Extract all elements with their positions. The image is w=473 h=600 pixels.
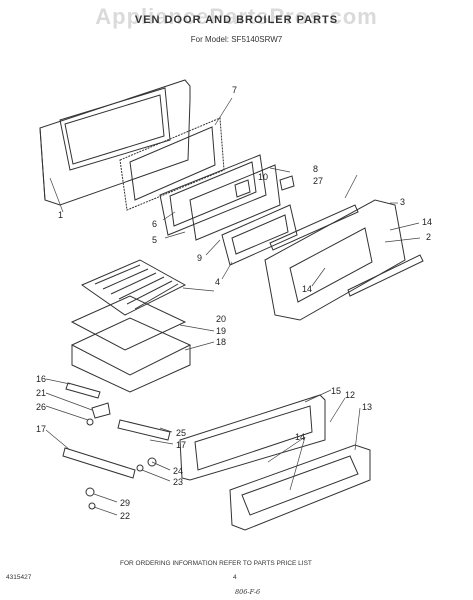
drawer-roller-lower (85, 487, 95, 497)
drawer-bracket (91, 402, 111, 419)
hinge-part (279, 175, 295, 191)
roller-slide-right (117, 419, 171, 441)
ordering-note: FOR ORDERING INFORMATION REFER TO PARTS … (120, 560, 312, 567)
callout-label: 19 (216, 326, 226, 336)
callout-label: 1 (58, 210, 63, 220)
callout-labels: 1 2 3 4 5 6 7 8 9 10 12 13 14 14 14 15 1… (36, 85, 432, 521)
doc-number: 4315427 (6, 574, 32, 581)
drawer-rail (65, 382, 101, 399)
callout-label: 13 (362, 402, 372, 412)
callout-label: 17 (176, 440, 186, 450)
leader-lines (45, 97, 421, 516)
callout-label: 18 (216, 337, 226, 347)
door-liner (221, 204, 298, 266)
diagram-title: VEN DOOR AND BROILER PARTS (134, 14, 339, 26)
callout-label: 8 (313, 164, 318, 174)
callout-label: 7 (232, 85, 237, 95)
drawer-roller (147, 457, 157, 467)
roller-nut (88, 502, 96, 510)
broiler-pan (70, 317, 192, 393)
callout-label: 20 (216, 314, 226, 324)
callout-label: 21 (36, 388, 46, 398)
callout-label: 16 (36, 374, 46, 384)
outer-door-panel (39, 79, 191, 206)
callout-label: 24 (173, 466, 183, 476)
inner-glass (189, 164, 281, 241)
watermark: AppliancePartsPros.com (95, 4, 378, 29)
callout-label: 14 (422, 217, 432, 227)
callout-label: 12 (345, 390, 355, 400)
door-trim-strip (269, 204, 359, 251)
callout-label: 5 (152, 235, 157, 245)
callout-label: 15 (331, 386, 341, 396)
model-line: For Model: SF5140SRW7 (190, 35, 283, 44)
handwritten-date: 806-F-6 (235, 588, 261, 596)
page-number: 4 (233, 574, 237, 581)
broiler-grid (80, 259, 187, 316)
callout-label: 29 (120, 498, 130, 508)
front-door-panel (264, 199, 424, 321)
callout-label: 27 (313, 176, 323, 186)
callout-label: 3 (400, 197, 405, 207)
roller-slide-left (62, 447, 136, 479)
callout-label: 2 (426, 232, 431, 242)
callout-label: 4 (215, 277, 220, 287)
door-gasket (119, 117, 225, 211)
drawer-panel (229, 444, 371, 531)
callout-label: 14 (302, 284, 312, 294)
callout-label: 17 (36, 424, 46, 434)
callout-label: 6 (152, 219, 157, 229)
broiler-pan-insert (70, 295, 187, 351)
screw (86, 418, 94, 426)
callout-label: 22 (120, 511, 130, 521)
callout-label: 10 (258, 172, 268, 182)
window-frame (159, 154, 267, 236)
callout-label: 23 (173, 477, 183, 487)
callout-label: 26 (36, 402, 46, 412)
roller-spacer (136, 464, 144, 472)
callout-label: 14 (295, 432, 305, 442)
callout-label: 9 (197, 253, 202, 263)
callout-label: 25 (176, 428, 186, 438)
